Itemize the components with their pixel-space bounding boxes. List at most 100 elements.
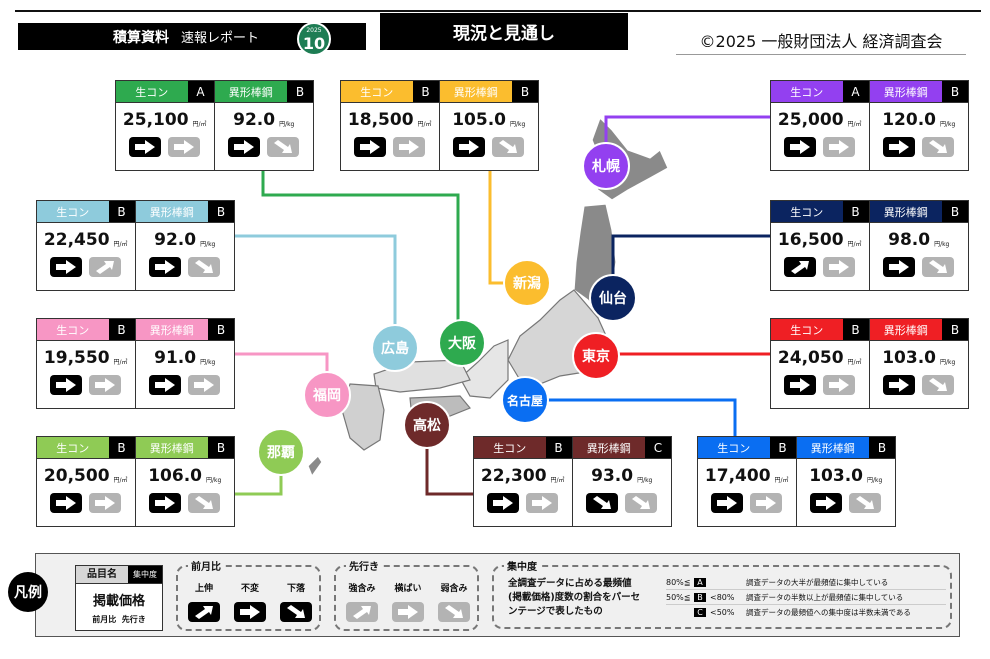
conc-desc-line: (掲載価格)度数の割合をパーセ: [508, 592, 641, 603]
legend-outlook-item: 強含み: [340, 581, 384, 622]
price-unit: 円/㎥: [847, 240, 862, 248]
legend-label: 凡例: [8, 572, 48, 612]
conc-grade: C: [694, 608, 706, 617]
item-name: 異形棒鋼: [796, 437, 869, 458]
price-unit: 円/㎥: [192, 120, 207, 128]
leader-line-osaka: [261, 171, 460, 343]
month-over-month-right-arrow-icon: [354, 137, 387, 157]
item-name: 生コン: [116, 81, 188, 102]
price-value: 120.0: [882, 110, 936, 130]
outlook-down-arrow-icon: [625, 493, 658, 513]
map-kinki: [459, 339, 509, 399]
legend-sample-outlook: 先行き: [121, 615, 146, 624]
month-over-month-right-arrow-icon: [810, 493, 843, 513]
price-unit: 円/㎥: [113, 358, 128, 366]
month-over-month-right-arrow-icon: [883, 257, 916, 277]
item-name: 異形棒鋼: [439, 81, 512, 102]
conc-high: <50%: [710, 608, 735, 617]
outlook-right-arrow-icon: [823, 257, 856, 277]
legend-outlook-label: 強含み: [348, 584, 376, 594]
price-unit: 円/kg: [939, 120, 956, 128]
price-value: 103.0: [882, 348, 936, 368]
concentration-grade: C: [645, 437, 671, 458]
outlook-right-arrow-icon: [823, 137, 856, 157]
conc-desc: 調査データの最頻値への集中度は半数未満である: [746, 608, 911, 617]
price-unit: 円/㎥: [847, 120, 862, 128]
section-title: 現況と見通し: [380, 13, 628, 50]
publisher: ©2025 一般財団法人 経済調査会: [676, 28, 966, 55]
legend-concentration-group: 集中度 全調査データに占める最頻値 (掲載価格)度数の割合をパーセ ンテージで表…: [492, 558, 952, 629]
price-value: 106.0: [148, 466, 202, 486]
conc-low: 80%≦: [666, 577, 691, 587]
legend-mom-label: 上伸: [194, 584, 213, 594]
concentration-grade: B: [842, 319, 869, 340]
price-value: 98.0: [888, 230, 931, 250]
price-value: 16,500: [777, 230, 844, 250]
legend-mom-label: 下落: [286, 584, 305, 594]
month-over-month-down-arrow-icon: [586, 493, 619, 513]
price-value: 93.0: [591, 466, 634, 486]
item-name: 生コン: [771, 319, 843, 340]
legend-sample-price: 掲載価格: [92, 594, 145, 609]
concentration-grade: B: [942, 201, 968, 222]
outlook-down-arrow-icon: [922, 257, 955, 277]
legend-outlook-label: 横ばい: [394, 584, 422, 594]
concentration-grade: B: [108, 201, 135, 222]
conc-desc: 調査データの半数以上が最頻値に集中している: [746, 592, 904, 602]
city-marker-naha: 那覇: [257, 428, 305, 476]
legend-mom-item: 上伸: [182, 581, 226, 622]
price-unit: 円/kg: [637, 476, 653, 484]
month-over-month-right-arrow-icon: [784, 375, 817, 395]
price-unit: 円/kg: [866, 476, 883, 484]
month-over-month-right-arrow-icon: [50, 493, 83, 513]
legend-mom-item: 不変: [228, 581, 272, 622]
conc-high: <80%: [710, 592, 735, 602]
price-unit: 円/㎥: [417, 120, 432, 128]
legend-mom-group: 前月比上伸不変下落: [176, 558, 321, 631]
price-unit: 円/kg: [200, 240, 216, 248]
month-over-month-up-arrow-icon: [784, 257, 817, 277]
legend-sample-mom: 前月比: [92, 615, 117, 624]
price-value: 103.0: [809, 466, 863, 486]
item-name: 生コン: [771, 81, 843, 102]
top-rule: [15, 10, 981, 12]
badge-year: 2025: [306, 27, 322, 34]
legend-outlook-group: 先行き強含み横ばい弱含み: [334, 558, 479, 631]
concentration-grade: B: [545, 437, 572, 458]
item-name: 生コン: [37, 201, 109, 222]
conc-low: 50%≦: [666, 592, 691, 602]
concentration-grade: B: [942, 319, 968, 340]
price-value: 92.0: [233, 110, 276, 130]
concentration-grade: B: [942, 81, 968, 102]
legend-mom-right-arrow-icon: [234, 602, 266, 622]
month-over-month-right-arrow-icon: [149, 493, 182, 513]
price-value: 22,300: [480, 466, 547, 486]
item-name: 生コン: [341, 81, 413, 102]
city-marker-sapporo: 札幌: [582, 142, 630, 190]
item-name: 異形棒鋼: [869, 81, 942, 102]
item-name: 生コン: [37, 319, 109, 340]
outlook-right-arrow-icon: [168, 137, 201, 157]
month-over-month-right-arrow-icon: [784, 137, 817, 157]
outlook-down-arrow-icon: [492, 137, 525, 157]
concentration-grade: A: [842, 81, 869, 102]
concentration-grade: B: [108, 437, 135, 458]
conc-desc-line: 全調査データに占める最頻値: [508, 578, 632, 589]
price-value: 105.0: [452, 110, 506, 130]
price-unit: 円/kg: [934, 240, 950, 248]
concentration-grade: B: [208, 319, 234, 340]
